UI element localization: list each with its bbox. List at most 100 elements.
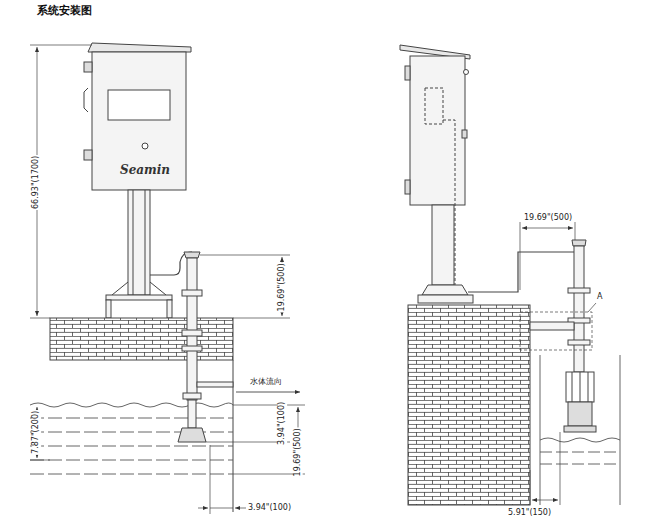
dimension-lines-left-part bbox=[236, 392, 300, 393]
dimension-lines-left-part bbox=[30, 318, 50, 319]
water-left-part bbox=[30, 418, 233, 419]
cabinet-front-part bbox=[84, 62, 92, 72]
dimension-lines-left-part bbox=[233, 318, 290, 319]
sensor-pipe-right-part bbox=[574, 246, 584, 372]
cabinet-side-part bbox=[405, 180, 410, 194]
dimension-label: 66.93"(1700) bbox=[32, 155, 41, 210]
cabinet-front-part bbox=[142, 143, 148, 149]
water-left bbox=[30, 403, 233, 474]
wall-brick-part bbox=[408, 305, 530, 505]
cabinet-pole-part bbox=[106, 300, 111, 318]
sensor-pipe-left-part bbox=[178, 428, 206, 442]
cabinet-front-part bbox=[84, 150, 92, 160]
cabinet-pole-side bbox=[418, 205, 473, 303]
water-left-part bbox=[30, 446, 233, 447]
water-right-part bbox=[540, 452, 620, 453]
sensor-pipe-right-part bbox=[568, 288, 590, 293]
sensor-pipe-left-part bbox=[182, 330, 202, 336]
dimension-lines-right-part bbox=[588, 303, 596, 312]
sensor-pipe-right-part bbox=[566, 372, 594, 402]
dimension-label: 3.94"(100) bbox=[278, 401, 287, 446]
sensor-pipe-left-part bbox=[182, 290, 202, 296]
sensor-pipe-right-part bbox=[572, 240, 586, 246]
cabinet-front bbox=[84, 43, 191, 190]
cabinet-front-part bbox=[84, 88, 88, 112]
cabinet-pole-side-part bbox=[418, 295, 473, 303]
cable-right-part bbox=[468, 252, 574, 292]
cabinet-pole-side-part bbox=[432, 205, 454, 285]
sensor-pipe-right-part bbox=[520, 312, 592, 350]
cabinet-pole-part bbox=[145, 190, 146, 295]
cabinet-side-part bbox=[410, 56, 465, 205]
dimension-lines-right-part bbox=[522, 228, 573, 229]
dimension-lines-right-part bbox=[575, 222, 576, 240]
sensor-pipe-right-part bbox=[588, 372, 589, 402]
water-left-part bbox=[30, 403, 233, 407]
water-left-part bbox=[30, 474, 233, 475]
sensor-pipe-left-part bbox=[188, 400, 196, 428]
cabinet-pole-part bbox=[112, 282, 128, 295]
dimension-label: 7.87"(200) bbox=[32, 410, 41, 455]
water-right-part bbox=[540, 464, 620, 465]
water-right-part bbox=[540, 355, 541, 505]
dimension-label: 19.69"(500) bbox=[523, 214, 573, 223]
dimension-lines-right bbox=[520, 222, 596, 505]
sensor-pipe-left-part bbox=[183, 393, 201, 399]
sensor-pipe-left-part bbox=[182, 346, 202, 351]
dimension-lines-left-part bbox=[200, 255, 290, 256]
cabinet-pole-part bbox=[106, 295, 172, 300]
ground-brick bbox=[50, 318, 233, 512]
sensor-pipe-left bbox=[178, 252, 233, 442]
sensor-pipe-left-part bbox=[184, 252, 200, 258]
cabinet-front-part bbox=[108, 90, 170, 120]
cable-right bbox=[468, 252, 574, 292]
cabinet-pole-part bbox=[128, 190, 150, 295]
flow-direction-label: 水体流向 bbox=[249, 378, 283, 387]
cabinet-pole-part bbox=[167, 300, 172, 318]
cabinet-side-part bbox=[425, 88, 443, 124]
cabinet-side-part bbox=[464, 70, 469, 75]
dimension-lines-left-part bbox=[210, 445, 211, 514]
sensor-pipe-right-part bbox=[580, 372, 581, 402]
ground-brick-part bbox=[50, 318, 233, 360]
water-right-part bbox=[540, 438, 620, 442]
sensor-pipe-right-part bbox=[568, 402, 592, 426]
cabinet-side bbox=[400, 45, 470, 285]
sensor-pipe-right-part bbox=[530, 322, 574, 330]
cabinet-pole-part bbox=[133, 190, 134, 295]
cabinet-side-part bbox=[462, 130, 467, 138]
water-right-part bbox=[620, 355, 621, 505]
dimension-lines-right-part bbox=[532, 500, 558, 501]
wall-brick bbox=[408, 305, 530, 505]
sensor-pipe-right-part bbox=[564, 426, 596, 432]
dimension-lines-left-part bbox=[30, 460, 50, 461]
sensor-pipe-right-part bbox=[568, 340, 590, 345]
callout-letter: A bbox=[596, 293, 603, 302]
dimension-lines-right-part bbox=[530, 470, 531, 505]
dimension-label: 5.91"(150) bbox=[507, 509, 552, 518]
dimension-lines-left bbox=[30, 45, 305, 514]
cabinet-pole-part bbox=[150, 282, 166, 295]
drawing-title: 系统安装图 bbox=[36, 4, 93, 16]
cabinet-front-part bbox=[88, 43, 191, 52]
sensor-pipe-right bbox=[520, 240, 596, 432]
dimension-lines-right-part bbox=[520, 222, 521, 290]
cabinet-pole bbox=[106, 190, 172, 318]
dimension-lines-left-part bbox=[233, 405, 305, 406]
cabinet-side-part bbox=[405, 66, 410, 80]
brand-logo: Seamin bbox=[119, 164, 171, 177]
cabinet-front-part bbox=[92, 52, 186, 190]
dimension-label: 19.69"(500) bbox=[278, 262, 287, 312]
sensor-pipe-left-part bbox=[187, 258, 197, 400]
dimension-lines-left-part bbox=[30, 45, 92, 46]
dimension-lines-right-part bbox=[560, 432, 561, 505]
dimension-lines-left-part bbox=[198, 508, 208, 509]
sensor-pipe-left-part bbox=[197, 382, 233, 387]
dimension-lines-left-part bbox=[210, 508, 233, 509]
water-right bbox=[540, 355, 620, 505]
cabinet-pole-side-part bbox=[422, 285, 468, 295]
dimension-lines-left-part bbox=[235, 508, 246, 509]
dimension-label: 3.94"(100) bbox=[247, 504, 292, 513]
